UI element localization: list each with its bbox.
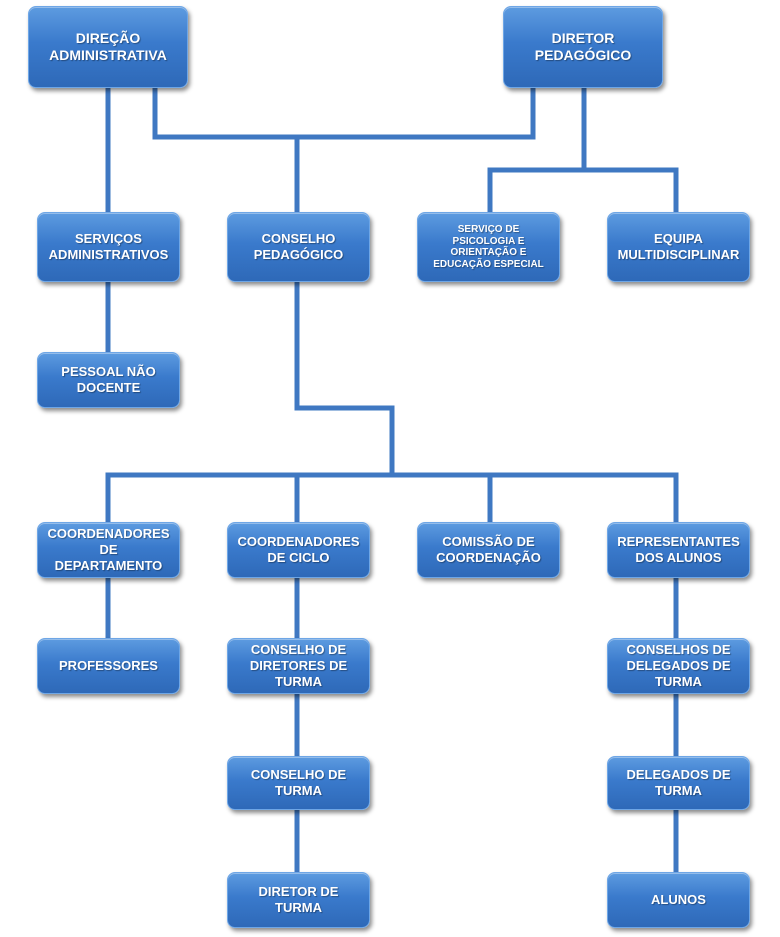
node-coordenadores-departamento: COORDENADORES DE DEPARTAMENTO <box>37 522 180 578</box>
node-conselho-diretores-turma: CONSELHO DE DIRETORES DE TURMA <box>227 638 370 694</box>
node-conselho-pedagogico: CONSELHO PEDAGÓGICO <box>227 212 370 282</box>
node-conselhos-delegados-turma: CONSELHOS DE DELEGADOS DE TURMA <box>607 638 750 694</box>
node-delegados-turma: DELEGADOS DE TURMA <box>607 756 750 810</box>
node-servicos-administrativos: SERVIÇOS ADMINISTRATIVOS <box>37 212 180 282</box>
node-diretor-turma: DIRETOR DE TURMA <box>227 872 370 928</box>
node-coordenadores-ciclo: COORDENADORES DE CICLO <box>227 522 370 578</box>
node-comissao-coordenacao: COMISSÃO DE COORDENAÇÃO <box>417 522 560 578</box>
node-alunos: ALUNOS <box>607 872 750 928</box>
node-professores: PROFESSORES <box>37 638 180 694</box>
node-servico-psicologia: SERVIÇO DE PSICOLOGIA E ORIENTAÇÃO E EDU… <box>417 212 560 282</box>
node-conselho-turma: CONSELHO DE TURMA <box>227 756 370 810</box>
node-equipa-multidisciplinar: EQUIPA MULTIDISCIPLINAR <box>607 212 750 282</box>
node-representantes-alunos: REPRESENTANTES DOS ALUNOS <box>607 522 750 578</box>
node-diretor-pedagogico: DIRETOR PEDAGÓGICO <box>503 6 663 88</box>
node-pessoal-nao-docente: PESSOAL NÃO DOCENTE <box>37 352 180 408</box>
node-direcao-administrativa: DIREÇÃO ADMINISTRATIVA <box>28 6 188 88</box>
